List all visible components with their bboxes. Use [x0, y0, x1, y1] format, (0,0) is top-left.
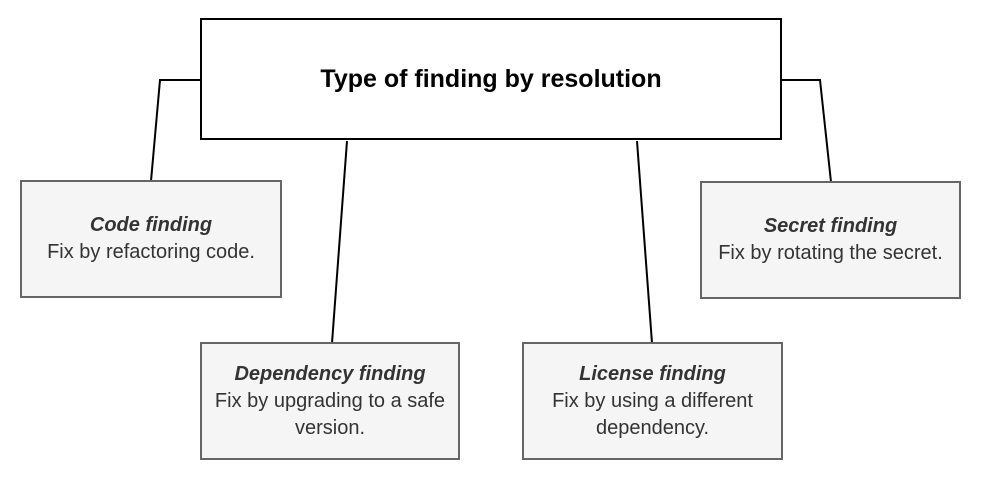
node-dependency-finding-title: Dependency finding: [234, 362, 426, 385]
connector-root-to-code: [150, 79, 200, 182]
connector-root-to-license: [636, 140, 653, 344]
node-license-finding-body: Fix by using a different dependency.: [552, 389, 753, 439]
node-dependency-finding-body: Fix by upgrading to a safe version.: [214, 389, 446, 439]
node-code-finding-title: Code finding: [89, 214, 213, 236]
connector-root-to-secret: [781, 79, 832, 183]
node-license-finding: License finding Fix by using a different…: [522, 342, 783, 460]
root-node-label: Type of finding by resolution: [320, 65, 662, 93]
root-node: Type of finding by resolution: [200, 18, 782, 140]
node-secret-finding-title: Secret finding: [763, 215, 898, 237]
connector-root-to-dependency: [331, 140, 348, 344]
node-code-finding: Code finding Fix by refactoring code.: [20, 180, 282, 298]
node-secret-finding-body: Fix by rotating the secret.: [718, 242, 943, 264]
node-secret-finding: Secret finding Fix by rotating the secre…: [700, 181, 961, 299]
node-license-finding-title: License finding: [579, 362, 726, 385]
node-dependency-finding: Dependency finding Fix by upgrading to a…: [200, 342, 460, 460]
node-code-finding-body: Fix by refactoring code.: [47, 241, 255, 263]
